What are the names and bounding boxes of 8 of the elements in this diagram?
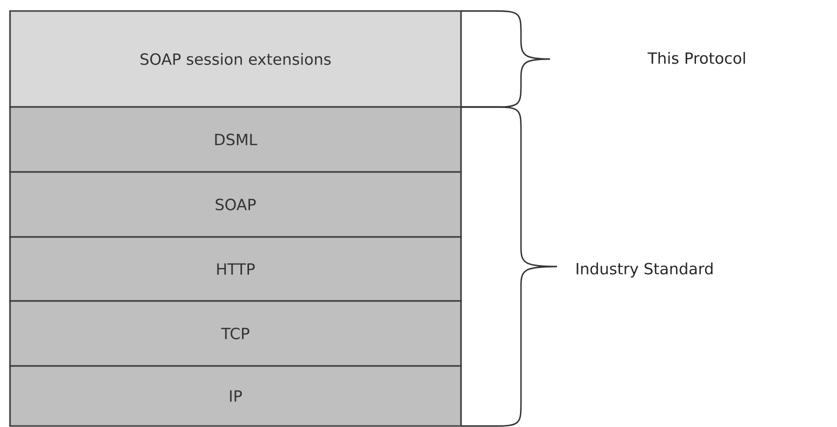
layer-box: HTTP <box>9 236 462 302</box>
brace-label: This Protocol <box>648 52 745 64</box>
layer-box: TCP <box>9 300 462 367</box>
brace-label: Industry Standard <box>576 262 712 278</box>
layer-box: SOAP <box>9 171 462 238</box>
layer-box: SOAP session extensions <box>9 10 462 108</box>
layer-box: DSML <box>9 106 462 173</box>
layer-box: IP <box>9 365 462 427</box>
